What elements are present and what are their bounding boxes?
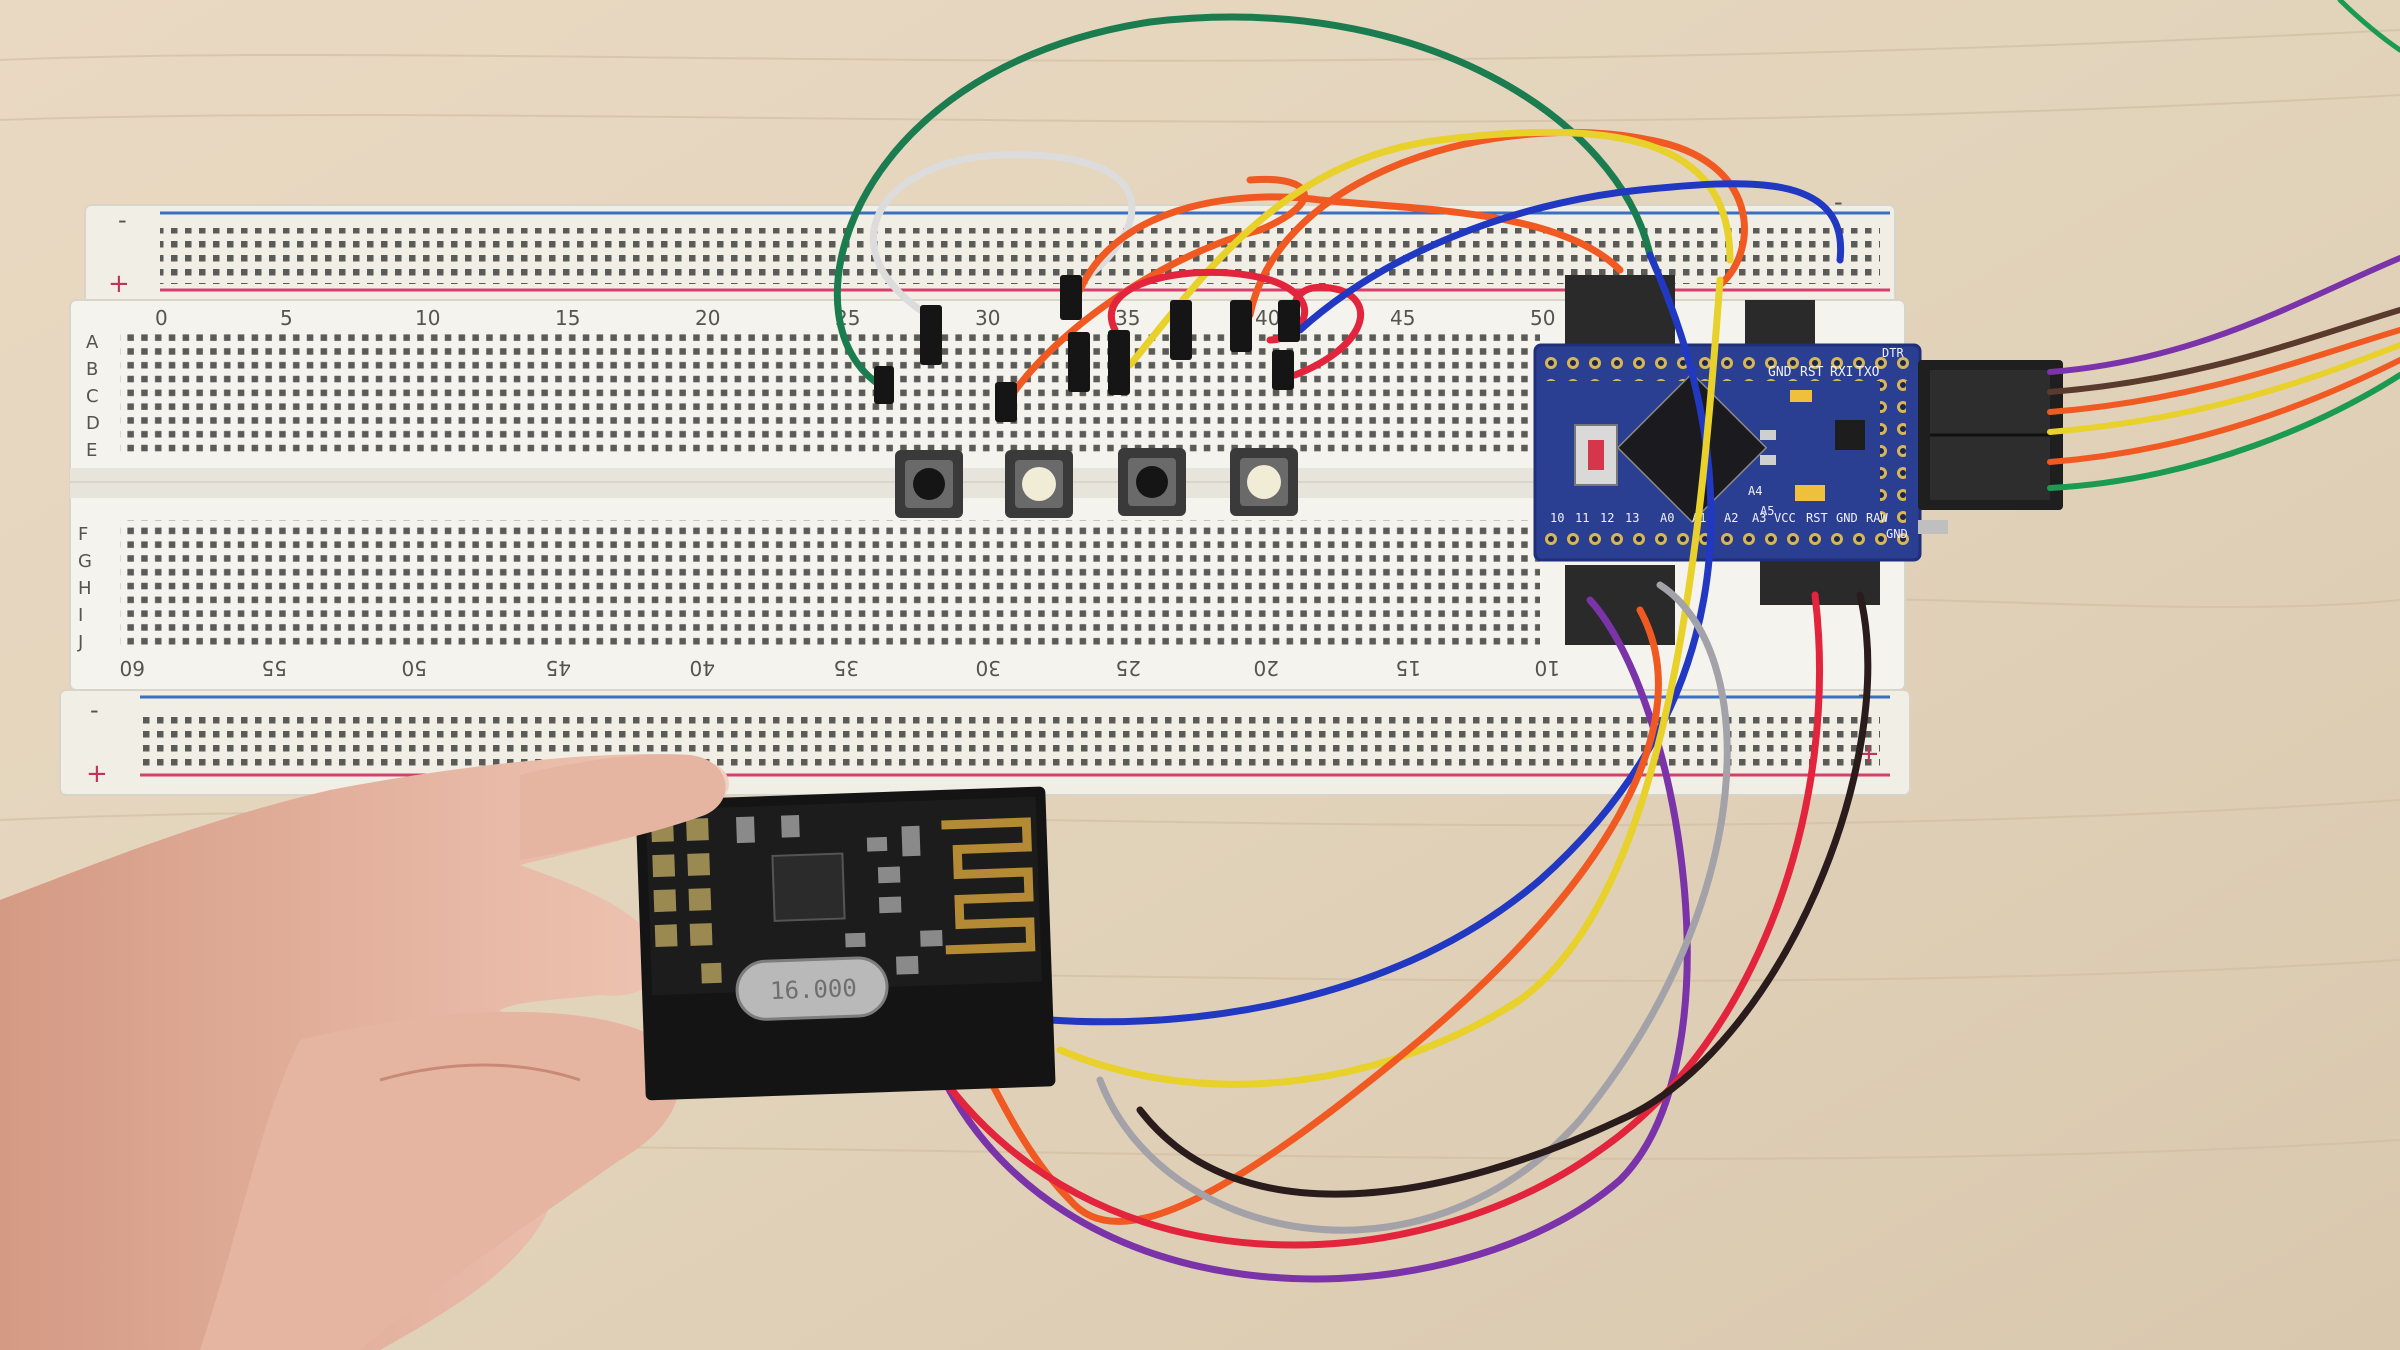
row-letters-top: A B C D E: [86, 332, 100, 461]
push-buttons: [895, 448, 1298, 518]
crystal-text: 16.000: [770, 974, 858, 1005]
column-number: 50: [1530, 306, 1555, 330]
wire-yellow-ribbon: [2047, 342, 2400, 435]
row-letter: B: [86, 359, 98, 380]
wire-brown-ribbon: [2047, 307, 2400, 395]
pin-label-top: DTR: [1882, 346, 1904, 360]
row-letter: D: [86, 413, 100, 434]
pin-label-top: RST: [1800, 365, 1824, 380]
column-number: 40: [690, 656, 715, 680]
wire-purple-long: [926, 596, 1691, 1283]
column-number: 50: [402, 656, 427, 680]
row-letter: E: [86, 440, 97, 461]
pin-label-top: TXO: [1856, 365, 1880, 380]
push-button-white-1: [1005, 450, 1073, 518]
wire-yellow-arc: [1126, 128, 1734, 369]
pin-label-bottom: GND: [1886, 527, 1908, 541]
column-number: 45: [546, 656, 571, 680]
thumb: [200, 1011, 680, 1350]
column-number: 40: [1255, 306, 1280, 330]
pin-label-bottom: A3: [1752, 511, 1766, 525]
column-number: 55: [262, 656, 287, 680]
row-letter: F: [78, 524, 88, 545]
column-number: 35: [1115, 306, 1140, 330]
pin-label-right: A5: [1760, 504, 1774, 518]
bottom-rail-minus-sign: -: [90, 696, 99, 724]
arduino-pro-mini: GND RST RXI TXO DTR A4 A5 10 11 12 13 A0…: [1533, 275, 2063, 645]
push-button-black-2: [1118, 448, 1186, 516]
wire-blue-arc: [1296, 180, 1845, 334]
pin-label-top: GND: [1768, 365, 1792, 380]
pin-label-bottom: VCC: [1774, 511, 1796, 525]
jumper-wires: [833, 0, 2400, 1283]
pcb-antenna-trace: [941, 817, 1036, 955]
wire-red-long: [926, 591, 1823, 1249]
radio-chip: [771, 852, 846, 922]
column-number: 10: [415, 306, 440, 330]
nrf24-radio-module: 16.000: [635, 786, 1056, 1101]
row-letter: J: [77, 632, 83, 653]
crystal-oscillator: 16.000: [735, 956, 889, 1021]
column-number: 35: [834, 656, 859, 680]
wire-blue-long: [1046, 251, 1715, 1026]
pin-label-bottom: A0: [1660, 511, 1674, 525]
column-number: 10: [1535, 656, 1560, 680]
wire-orange-arc-1: [1076, 193, 1624, 294]
pin-label-bottom: RAW: [1866, 511, 1888, 525]
column-number: 45: [1390, 306, 1415, 330]
column-number: 30: [975, 306, 1000, 330]
column-number: 5: [280, 306, 293, 330]
push-button-white-2: [1230, 448, 1298, 516]
wire-yellow-long: [1056, 276, 1724, 1088]
pin-label-bottom: RST: [1806, 511, 1828, 525]
column-number: 0: [155, 306, 168, 330]
column-number: 25: [1116, 656, 1141, 680]
wire-orange-ribbon: [2047, 327, 2400, 415]
pin-label-bottom: 13: [1625, 511, 1639, 525]
push-button-black-1: [895, 450, 963, 518]
column-number: 60: [120, 656, 145, 680]
column-number: 20: [1254, 656, 1279, 680]
pin-label-bottom: 12: [1600, 511, 1614, 525]
breadboard: - + - - + - + A B C D E F G H I J 0 5 10…: [59, 188, 1911, 796]
wire-green-corner: [2337, 0, 2400, 53]
pin-label-bottom: A2: [1724, 511, 1738, 525]
column-number: 30: [976, 656, 1001, 680]
row-letter: A: [86, 332, 99, 353]
wire-connector-pins: [874, 275, 1300, 422]
wire-orange-ribbon-2: [2047, 357, 2400, 465]
row-letter: C: [86, 386, 99, 407]
row-letters-bottom: F G H I J: [77, 524, 92, 653]
wire-purple-ribbon: [2047, 255, 2400, 375]
bottom-rail-minus-sign-right: -: [1858, 680, 1867, 708]
microcontroller-chip: [1616, 372, 1768, 524]
wire-green-ribbon: [2047, 372, 2400, 491]
column-number: 15: [555, 306, 580, 330]
top-rail-minus-sign-right: -: [1834, 188, 1843, 216]
row-letter: G: [78, 551, 92, 572]
bottom-rail-plus-sign: +: [86, 759, 108, 789]
top-rail-minus-sign: -: [118, 206, 127, 234]
top-rail-plus-sign: +: [108, 269, 130, 299]
column-number: 15: [1396, 656, 1421, 680]
row-letter: I: [78, 605, 83, 626]
pin-label-bottom: 10: [1550, 511, 1564, 525]
pin-label-bottom: GND: [1836, 511, 1858, 525]
wire-orange-long: [976, 606, 1662, 1225]
fingertip-overlap: [520, 754, 726, 860]
pin-label-right: A4: [1748, 484, 1762, 498]
column-number: 20: [695, 306, 720, 330]
row-letter: H: [78, 578, 92, 599]
wire-gray-long: [1096, 581, 1731, 1234]
column-numbers-bottom: 60 55 50 45 40 35 30 25 20 15 10: [120, 656, 1560, 680]
wire-black-long: [1136, 591, 1872, 1198]
pin-label-top: RXI: [1830, 365, 1853, 380]
hand: [0, 754, 729, 1350]
pin-label-bottom: 11: [1575, 511, 1589, 525]
wire-white-arc: [870, 151, 1136, 324]
